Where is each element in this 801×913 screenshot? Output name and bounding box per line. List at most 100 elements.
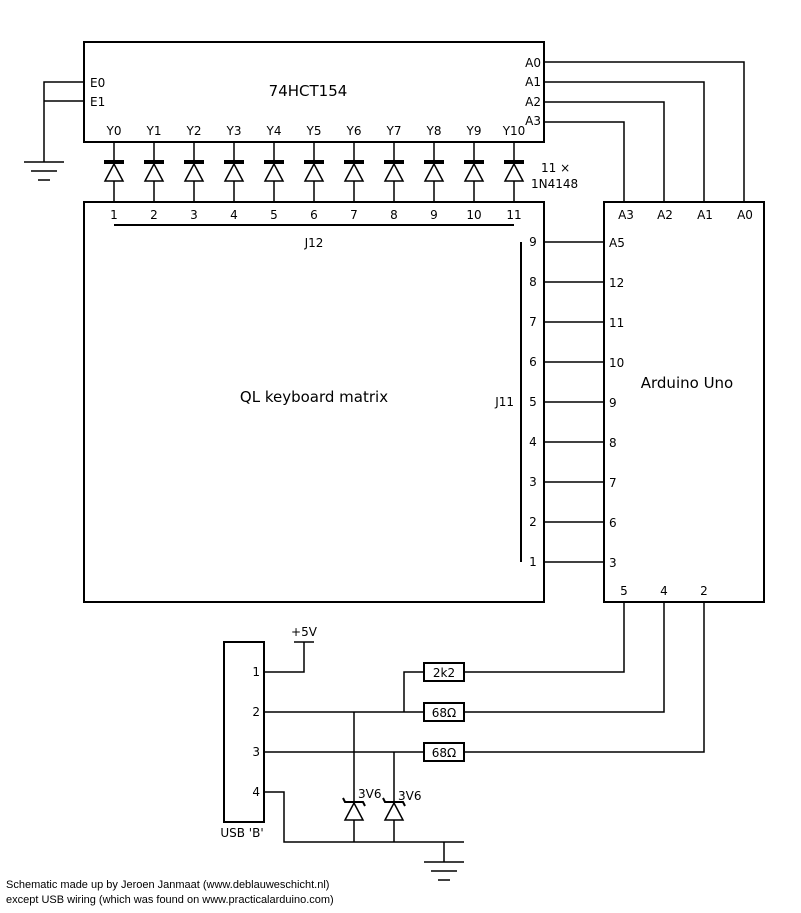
diode-part-label: 1N4148 [531, 177, 578, 191]
j12-pin: 11 [506, 208, 521, 222]
decoder-output-label: Y4 [266, 124, 282, 138]
j11-pin: 2 [529, 515, 537, 529]
keyboard-matrix: QL keyboard matrix J12 1 2 3 4 5 6 7 8 9 10 11 J11… [83, 201, 545, 603]
diode [263, 142, 285, 202]
keyboard-matrix-title: QL keyboard matrix [240, 388, 388, 406]
resistor-68-a: 68Ω [423, 702, 465, 722]
resistor-68-b: 68Ω [423, 742, 465, 762]
j11-pin: 6 [529, 355, 537, 369]
decoder-output-label: Y7 [386, 124, 402, 138]
decoder-output-label: Y8 [426, 124, 442, 138]
pin-a3-label: A3 [525, 114, 541, 128]
arduino-pin-2: 2 [700, 584, 708, 598]
pin-a1-label: A1 [525, 75, 541, 89]
resistor-68-b-label: 68Ω [432, 746, 456, 760]
decoder-chip: 74HCT154 E0 E1 A0 A1 A2 A3 Y0 Y1 Y2 Y3 Y4 Y5 Y… [83, 41, 545, 143]
usb-pin-1: 1 [252, 665, 260, 679]
pin-e0-label: E0 [90, 76, 105, 90]
decoder-output-label: Y1 [146, 124, 162, 138]
arduino-left-pin: A5 [609, 236, 625, 250]
arduino-left-pin: 12 [609, 276, 624, 290]
j11-pin: 8 [529, 275, 537, 289]
arduino-pin-a2: A2 [657, 208, 673, 222]
arduino-pin-a1: A1 [697, 208, 713, 222]
usb-label: USB 'B' [220, 826, 263, 840]
arduino-left-pin: 7 [609, 476, 617, 490]
arduino-pin-5: 5 [620, 584, 628, 598]
diode [463, 142, 485, 202]
arduino-title: Arduino Uno [641, 374, 733, 392]
zener-diode-2: 3V6 [382, 789, 421, 821]
usb-pin-3: 3 [252, 745, 260, 759]
diode [383, 142, 405, 202]
diode [183, 142, 205, 202]
supply-5v-label: +5V [291, 625, 318, 639]
zener-diode-1: 3V6 [342, 787, 381, 821]
j12-pin: 1 [110, 208, 118, 222]
diode [223, 142, 245, 202]
j12-pin: 4 [230, 208, 238, 222]
usb-pin-4: 4 [252, 785, 260, 799]
decoder-output-label: Y9 [466, 124, 482, 138]
pin-a0-label: A0 [525, 56, 541, 70]
diode-count-label: 11 × [541, 161, 570, 175]
decoder-chip-title: 74HCT154 [269, 82, 348, 100]
decoder-output-label: Y3 [226, 124, 242, 138]
address-wiring [544, 61, 745, 202]
decoder-output-label: Y0 [106, 124, 122, 138]
j11-label: J11 [494, 395, 514, 409]
diode [423, 142, 445, 202]
decoder-output-label: Y10 [502, 124, 526, 138]
diode [303, 142, 325, 202]
credit-line-2: except USB wiring (which was found on ww… [6, 894, 334, 906]
diode [103, 142, 125, 202]
arduino-left-pin: 8 [609, 436, 617, 450]
j11-to-arduino-wiring [544, 241, 604, 563]
j11-pin: 3 [529, 475, 537, 489]
j11-pin: 1 [529, 555, 537, 569]
decoder-output-label: Y5 [306, 124, 322, 138]
resistor-68-a-label: 68Ω [432, 706, 456, 720]
usb-pin-2: 2 [252, 705, 260, 719]
j12-pin: 10 [466, 208, 481, 222]
diode [503, 142, 525, 202]
resistor-2k2-label: 2k2 [433, 666, 455, 680]
diode [143, 142, 165, 202]
usb-wiring [264, 602, 705, 881]
diode-array [103, 142, 525, 202]
j12-pin: 7 [350, 208, 358, 222]
arduino-body [603, 201, 765, 603]
arduino-pin-4: 4 [660, 584, 668, 598]
j11-pin: 9 [529, 235, 537, 249]
pin-e1-label: E1 [90, 95, 105, 109]
decoder-output-label: Y2 [186, 124, 202, 138]
diode [343, 142, 365, 202]
supply-5v: +5V [264, 625, 318, 673]
arduino-pin-a0: A0 [737, 208, 753, 222]
j12-label: J12 [304, 236, 324, 250]
usb-connector: 1 2 3 4 USB 'B' [220, 641, 265, 840]
j11-pin: 5 [529, 395, 537, 409]
resistor-2k2: 2k2 [423, 662, 465, 682]
usb-connector-body [223, 641, 265, 823]
arduino-left-pin: 3 [609, 556, 617, 570]
credit-line-1: Schematic made up by Jeroen Janmaat (www… [6, 879, 329, 891]
zener-2-label: 3V6 [398, 789, 421, 803]
arduino-left-pin: 9 [609, 396, 617, 410]
arduino-left-pin: 10 [609, 356, 624, 370]
arduino-left-pin: 6 [609, 516, 617, 530]
arduino-pin-a3: A3 [618, 208, 634, 222]
j12-pin: 9 [430, 208, 438, 222]
enable-ground-wiring [24, 81, 84, 181]
zener-1-label: 3V6 [358, 787, 381, 801]
j12-pin: 5 [270, 208, 278, 222]
pin-a2-label: A2 [525, 95, 541, 109]
j12-pin: 8 [390, 208, 398, 222]
j11-pin: 4 [529, 435, 537, 449]
